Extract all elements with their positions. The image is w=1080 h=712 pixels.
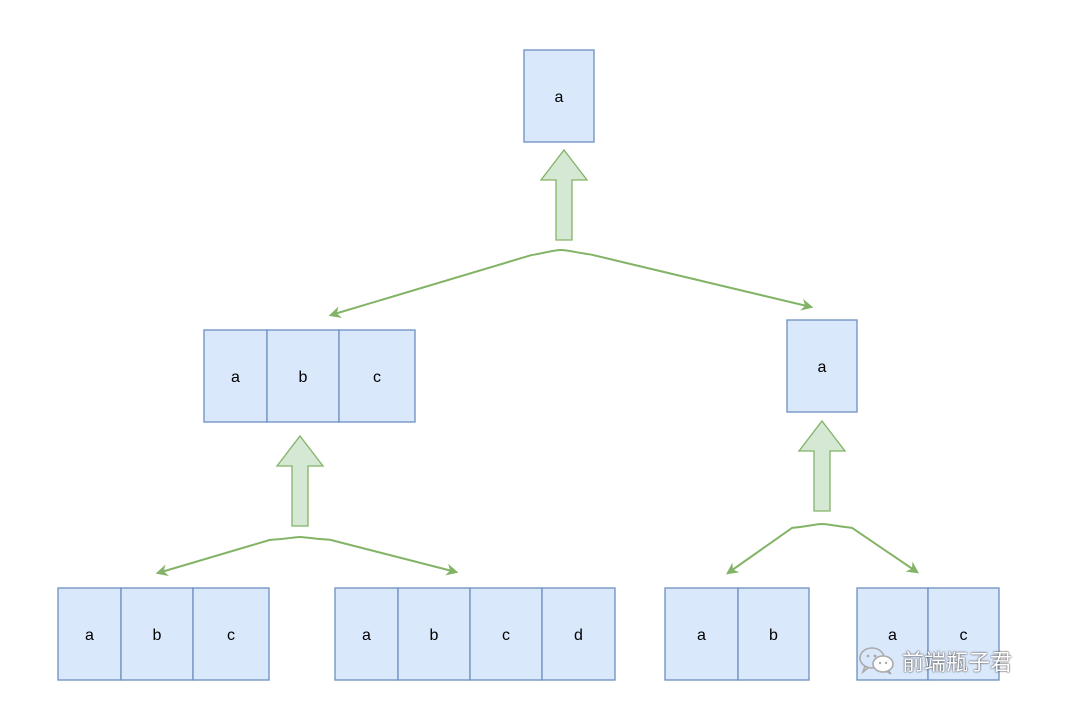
node-leaf-1: a b c — [57, 587, 270, 681]
node-cell: a — [664, 587, 739, 681]
edge-left-merged-to-leaf-1 — [155, 536, 301, 577]
wechat-icon — [859, 647, 894, 675]
cell-box — [469, 587, 543, 681]
merge-up-arrow-right-merged — [797, 419, 847, 512]
watermark-text: 前端瓶子君 — [902, 651, 1013, 676]
node-cell: a — [334, 587, 399, 681]
cell-label: a — [362, 627, 371, 644]
node-cell: c — [927, 587, 1000, 681]
cell-box — [120, 587, 194, 681]
cell-label: b — [769, 627, 778, 644]
node-cell: b — [397, 587, 471, 681]
cell-label: a — [888, 627, 897, 644]
cell-box — [664, 587, 739, 681]
node-cell: c — [469, 587, 543, 681]
watermark: 前端瓶子君 — [858, 645, 1012, 677]
cell-box — [397, 587, 471, 681]
cell-label: b — [430, 627, 439, 644]
edge-root-to-right-merged — [560, 249, 814, 311]
cell-label: c — [502, 627, 510, 644]
cell-box — [334, 587, 399, 681]
node-cell: c — [338, 329, 416, 423]
edge-root-to-left-merged — [328, 249, 562, 318]
node-cell: c — [192, 587, 270, 681]
node-cell: a — [786, 319, 858, 413]
cell-box — [338, 329, 416, 423]
node-cell: b — [120, 587, 194, 681]
edge-left-merged-to-leaf-2 — [299, 536, 459, 576]
merge-arrow-layer — [275, 148, 847, 527]
merge-up-arrow-left-merged — [275, 434, 325, 527]
merge-up-arrow-root — [539, 148, 589, 241]
cell-box — [737, 587, 810, 681]
node-leaf-2: a b c d — [334, 587, 616, 681]
node-cell: a — [57, 587, 122, 681]
cell-label: a — [697, 627, 706, 644]
cell-box — [927, 587, 1000, 681]
edge-right-merged-to-leaf-3 — [726, 523, 823, 575]
cell-label: b — [299, 369, 308, 386]
cell-label: a — [231, 369, 240, 386]
cell-box — [57, 587, 122, 681]
node-cell: a — [523, 49, 595, 143]
cell-label: c — [373, 369, 381, 386]
cell-label: a — [85, 627, 94, 644]
cell-box — [541, 587, 616, 681]
cell-box — [203, 329, 268, 423]
cell-label: b — [153, 627, 162, 644]
cell-label: d — [574, 627, 583, 644]
cell-label: c — [960, 627, 968, 644]
node-cell: d — [541, 587, 616, 681]
node-right-merged: a — [786, 319, 858, 413]
cell-label: a — [818, 359, 827, 376]
cell-label: a — [555, 89, 564, 106]
node-cell: a — [203, 329, 268, 423]
cell-box — [192, 587, 270, 681]
node-cell: b — [266, 329, 340, 423]
node-root: a — [523, 49, 595, 143]
node-left-merged: a b c — [203, 329, 416, 423]
node-cell: b — [737, 587, 810, 681]
edge-right-merged-to-leaf-4 — [821, 523, 919, 574]
connector-layer — [155, 249, 919, 577]
cell-label: c — [227, 627, 235, 644]
cell-box — [266, 329, 340, 423]
cell-box — [523, 49, 595, 143]
cell-box — [786, 319, 858, 413]
